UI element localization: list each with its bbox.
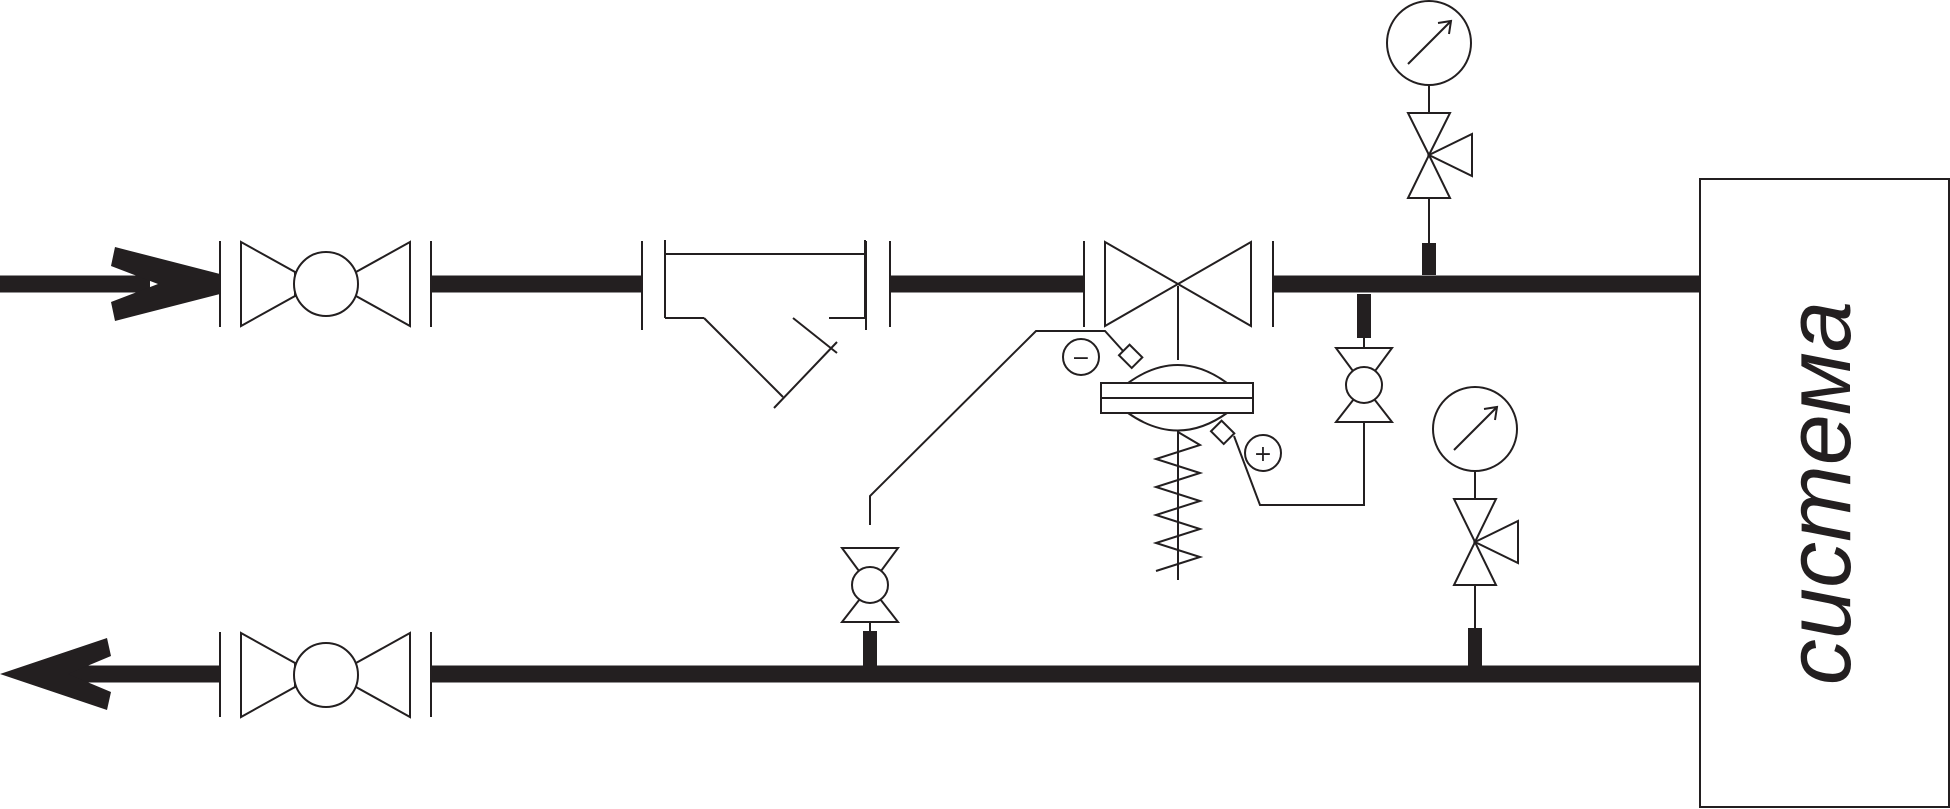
supply-gauge-assembly [1386,0,1473,275]
system-block: система [1699,178,1950,808]
system-label: система [1768,301,1870,685]
return-outlet-arrow-icon [0,638,220,710]
supply-shutoff-valve-icon [219,240,432,328]
plus-impulse-line [1233,294,1395,506]
control-valve-icon [889,240,1274,328]
three-way-valve-icon [1452,498,1519,586]
needle-valve-icon [1333,347,1395,423]
return-gauge-assembly [1432,386,1519,668]
pressure-gauge-icon [1386,0,1472,86]
minus-impulse-line [839,547,901,667]
svg-text:+: + [1254,442,1272,467]
supply-inlet-arrow-icon [0,247,220,321]
minus-sign-icon: − [1062,338,1100,376]
pressure-regulator-icon [869,286,1254,580]
pressure-gauge-icon [1432,386,1518,472]
three-way-valve-icon [1406,112,1473,199]
svg-text:−: − [1072,346,1090,371]
return-shutoff-valve-icon [219,631,432,719]
y-strainer-icon [641,240,867,409]
plus-sign-icon: + [1244,434,1282,472]
